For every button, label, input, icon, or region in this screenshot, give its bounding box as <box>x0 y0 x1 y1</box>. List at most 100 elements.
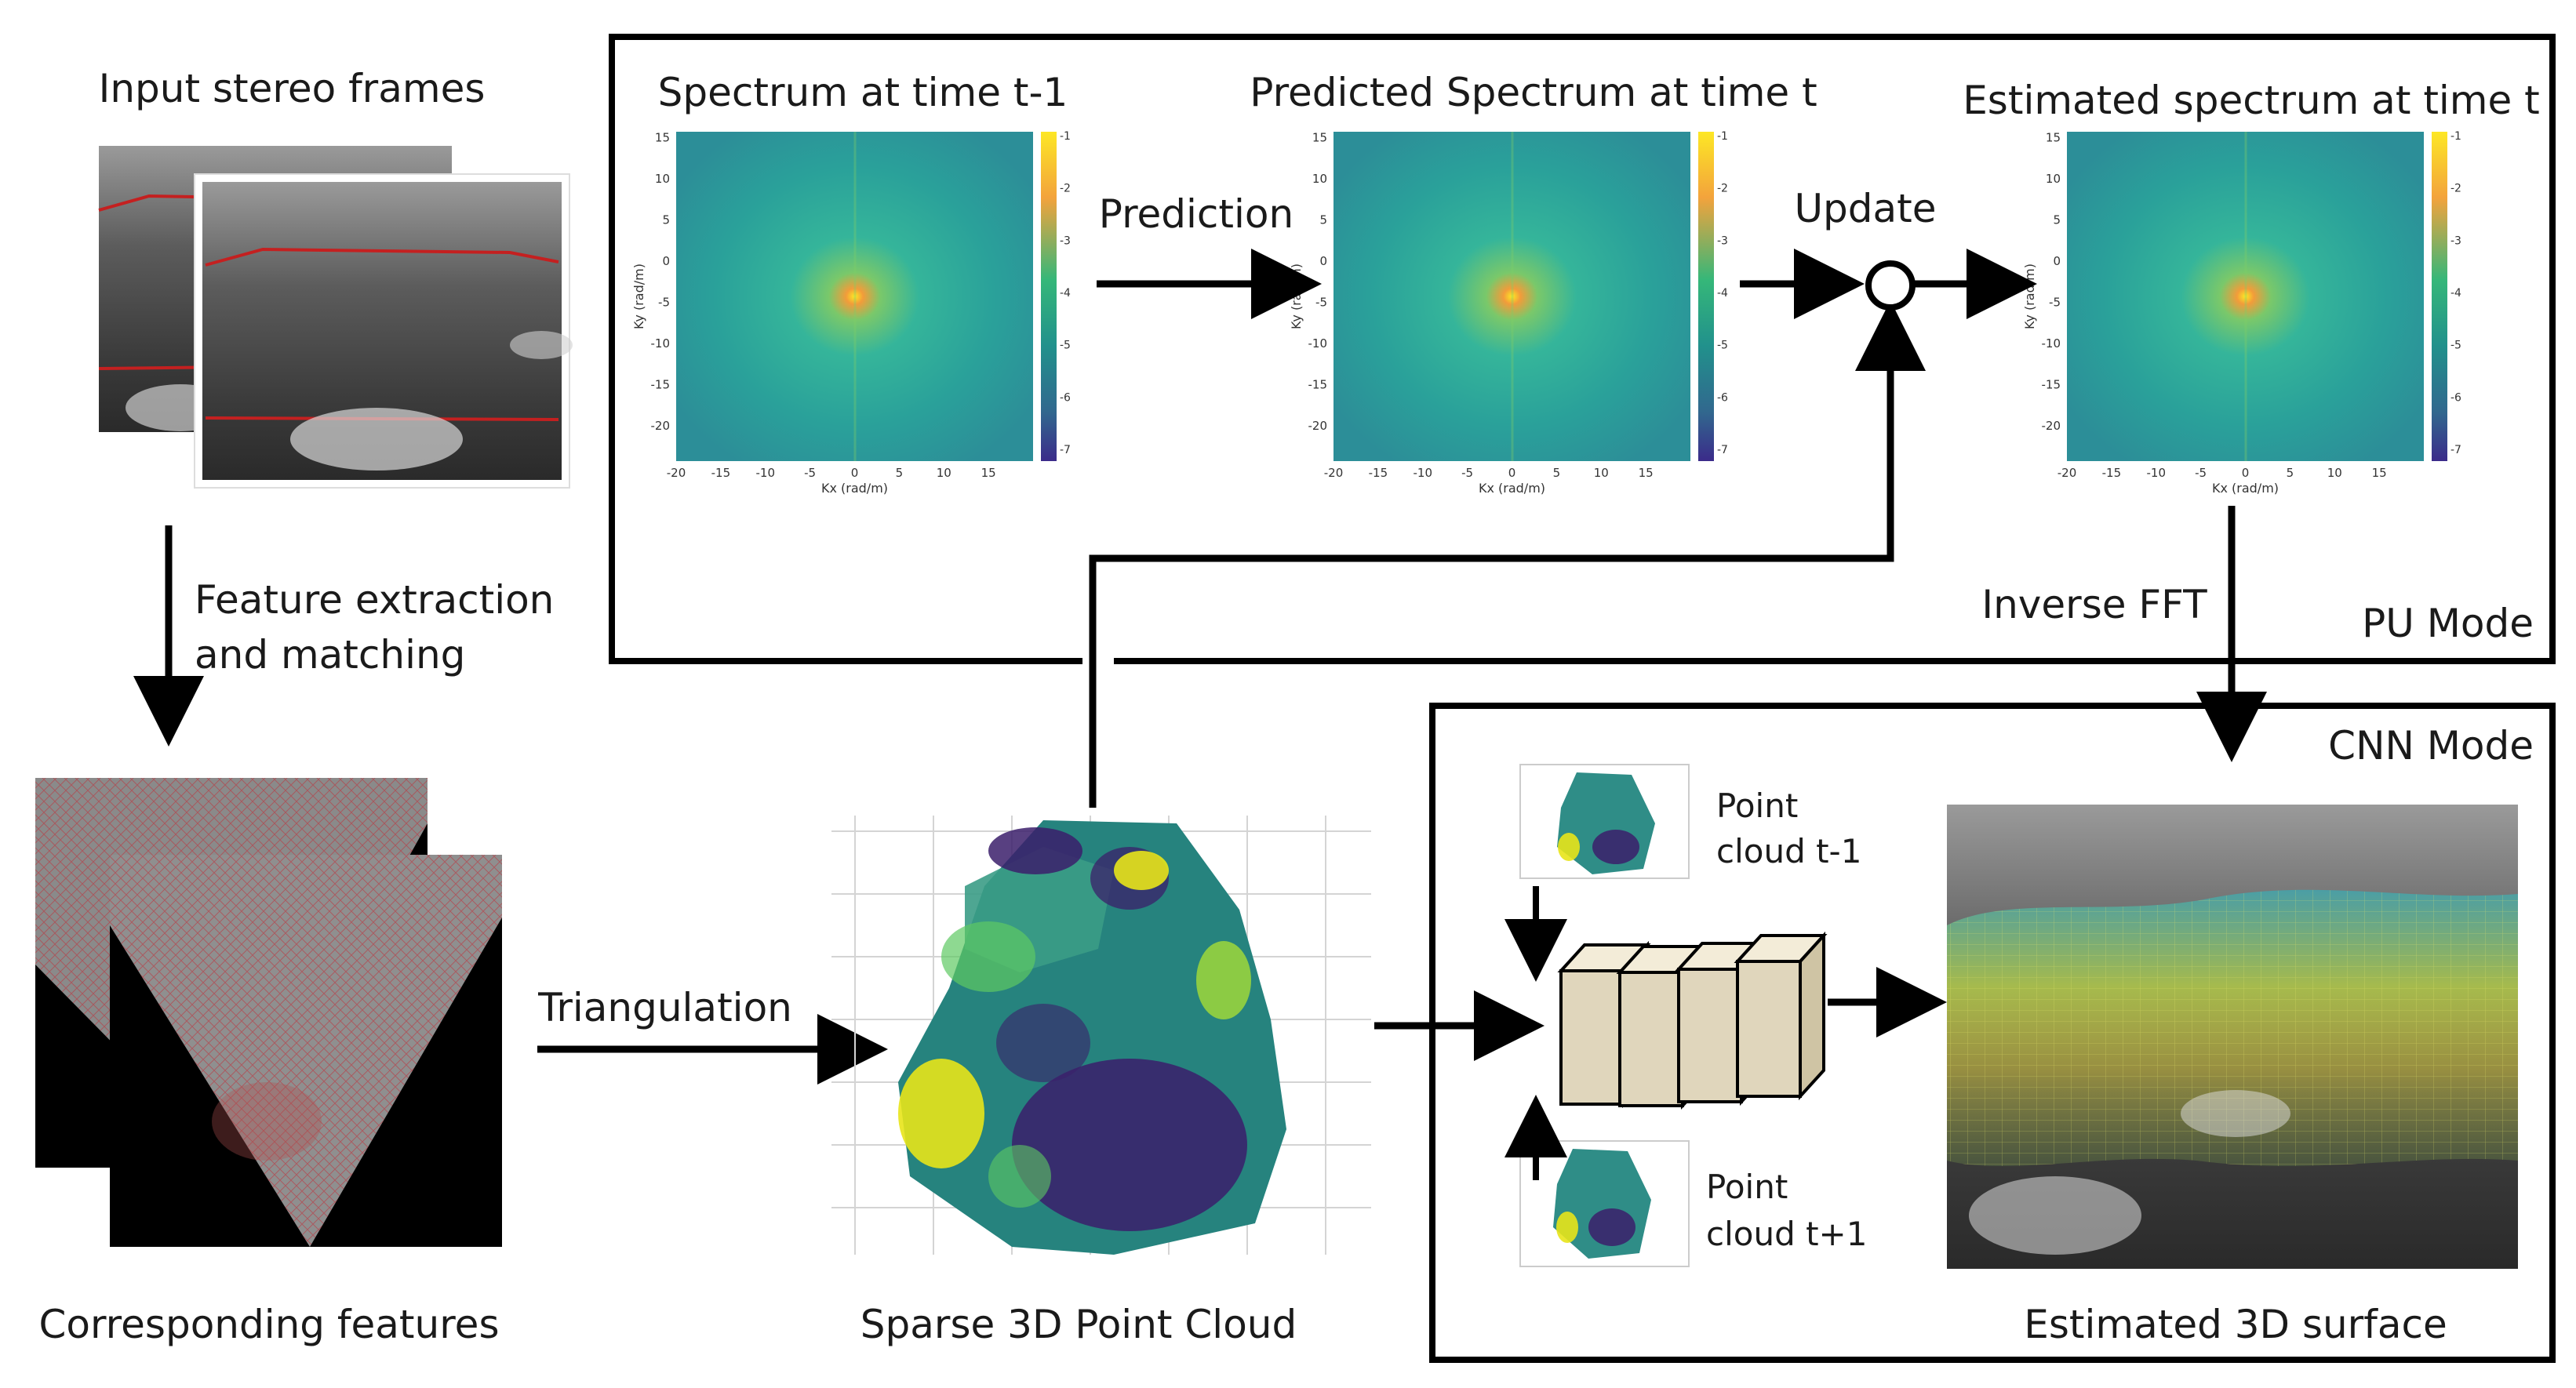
cnn-mode-box <box>1429 703 2556 1363</box>
x-tick-label: -5 <box>804 466 816 480</box>
update-label: Update <box>1794 186 1936 231</box>
point-cloud-prev-thumbnail <box>1519 764 1690 879</box>
colorbar-tick-label: -2 <box>1717 183 1728 195</box>
x-tick-label: -15 <box>711 466 731 480</box>
x-axis-title: Kx (rad/m) <box>2212 481 2279 496</box>
y-tick-label: -5 <box>2049 296 2061 310</box>
y-tick-label: 5 <box>662 213 670 227</box>
y-tick-label: -20 <box>651 419 671 433</box>
stereo-frame-front <box>194 173 573 489</box>
x-tick-label: 15 <box>1639 466 1654 480</box>
update-node <box>1865 260 1916 311</box>
y-tick-label: 15 <box>655 131 670 145</box>
y-tick-label: -10 <box>2042 336 2061 351</box>
point-cloud-next-thumbnail <box>1519 1140 1690 1267</box>
corresponding-features-label: Corresponding features <box>39 1302 500 1347</box>
y-tick-label: -10 <box>1308 336 1328 351</box>
x-axis-title: Kx (rad/m) <box>821 481 888 496</box>
y-tick-label: 5 <box>2053 213 2061 227</box>
point-cloud-prev-label-line2: cloud t-1 <box>1716 832 1861 870</box>
x-tick-label: 5 <box>2287 466 2294 480</box>
colorbar-tick-label: -5 <box>1060 340 1071 352</box>
feature-extraction-label-line2: and matching <box>195 632 465 678</box>
input-stereo-frames-label: Input stereo frames <box>99 66 486 111</box>
x-tick-label: -10 <box>2147 466 2167 480</box>
pu-mode-box <box>609 34 2556 664</box>
spectrum-plot-predicted: Predicted Spectrum at time t -20-15-10-5… <box>1250 70 1817 496</box>
colorbar-tick-label: -2 <box>2450 183 2461 195</box>
spectrum-plot-estimated: Estimated spectrum at time t -20-15-10-5… <box>1963 78 2540 496</box>
estimated-spectrum-title: Estimated spectrum at time t <box>1963 78 2540 123</box>
y-axis-title: Ky (rad/m) <box>631 263 646 329</box>
x-tick-label: 0 <box>2242 466 2250 480</box>
y-tick-label: 10 <box>1312 172 1327 186</box>
x-tick-label: -10 <box>756 466 776 480</box>
x-tick-label: 0 <box>1508 466 1516 480</box>
y-tick-label: 10 <box>655 172 670 186</box>
colorbar-tick-label: -4 <box>1060 287 1071 300</box>
colorbar-tick-label: -3 <box>1717 234 1728 247</box>
x-tick-label: 0 <box>851 466 859 480</box>
colorbar-tick-label: -7 <box>2450 444 2461 456</box>
point-cloud <box>898 820 1286 1255</box>
y-tick-label: 5 <box>1319 213 1327 227</box>
feature-extraction-label-line1: Feature extraction <box>195 577 554 623</box>
y-tick-label: -10 <box>651 336 671 351</box>
y-tick-label: 15 <box>2046 131 2061 145</box>
colorbar-tick-label: -4 <box>1717 287 1728 300</box>
point-cloud-to-update-arrow <box>1089 300 1926 808</box>
x-tick-label: -20 <box>1324 466 1344 480</box>
colorbar-tick-label: -1 <box>2450 130 2461 143</box>
colorbar-tick-label: -5 <box>1717 340 1728 352</box>
x-tick-label: 5 <box>1553 466 1561 480</box>
y-tick-label: 0 <box>2053 254 2061 268</box>
colorbar-tick-label: -1 <box>1717 130 1728 143</box>
cnn-layer-4 <box>1734 931 1828 1101</box>
y-tick-label: -20 <box>1308 419 1328 433</box>
point-cloud-prev-label-line1: Point <box>1716 787 1798 825</box>
y-tick-label: -15 <box>1308 378 1328 392</box>
feature-image-front <box>110 855 502 1247</box>
y-tick-label: 0 <box>662 254 670 268</box>
x-axis-title: Kx (rad/m) <box>1479 481 1545 496</box>
triangulation-label: Triangulation <box>537 985 792 1030</box>
x-tick-label: 5 <box>896 466 904 480</box>
x-tick-label: 10 <box>1594 466 1609 480</box>
cnn-mode-label: CNN Mode <box>2328 723 2534 768</box>
x-tick-label: -15 <box>2102 466 2122 480</box>
estimated-surface-label: Estimated 3D surface <box>2024 1302 2447 1347</box>
x-tick-label: 10 <box>2327 466 2342 480</box>
x-tick-label: -20 <box>667 466 686 480</box>
prediction-label: Prediction <box>1099 191 1293 237</box>
y-tick-label: 10 <box>2046 172 2061 186</box>
y-tick-label: -5 <box>658 296 670 310</box>
y-tick-label: 0 <box>1319 254 1327 268</box>
x-tick-label: 10 <box>937 466 951 480</box>
colorbar-tick-label: -7 <box>1717 444 1728 456</box>
x-tick-label: -5 <box>1461 466 1473 480</box>
colorbar-tick-label: -1 <box>1060 130 1071 143</box>
y-tick-label: -20 <box>2042 419 2061 433</box>
y-tick-label: -5 <box>1315 296 1327 310</box>
sparse-point-cloud-label: Sparse 3D Point Cloud <box>860 1302 1297 1347</box>
y-tick-label: 15 <box>1312 131 1327 145</box>
colorbar-tick-label: -5 <box>2450 340 2461 352</box>
y-tick-label: -15 <box>651 378 671 392</box>
y-axis-title: Ky (rad/m) <box>1289 263 1304 329</box>
predicted-spectrum-title: Predicted Spectrum at time t <box>1250 70 1817 115</box>
x-tick-label: -5 <box>2195 466 2207 480</box>
estimated-surface-image <box>1947 805 2518 1269</box>
colorbar-tick-label: -7 <box>1060 444 1071 456</box>
colorbar-tick-label: -2 <box>1060 183 1071 195</box>
spectrum-t-minus-1-title: Spectrum at time t-1 <box>658 70 1068 115</box>
colorbar-tick-label: -4 <box>2450 287 2461 300</box>
x-tick-label: 15 <box>981 466 996 480</box>
cnn-layers <box>1557 931 1828 1110</box>
point-cloud-next-label-line2: cloud t+1 <box>1706 1215 1867 1253</box>
x-tick-label: 15 <box>2372 466 2387 480</box>
x-tick-label: -10 <box>1414 466 1433 480</box>
colorbar-tick-label: -6 <box>1060 391 1071 404</box>
